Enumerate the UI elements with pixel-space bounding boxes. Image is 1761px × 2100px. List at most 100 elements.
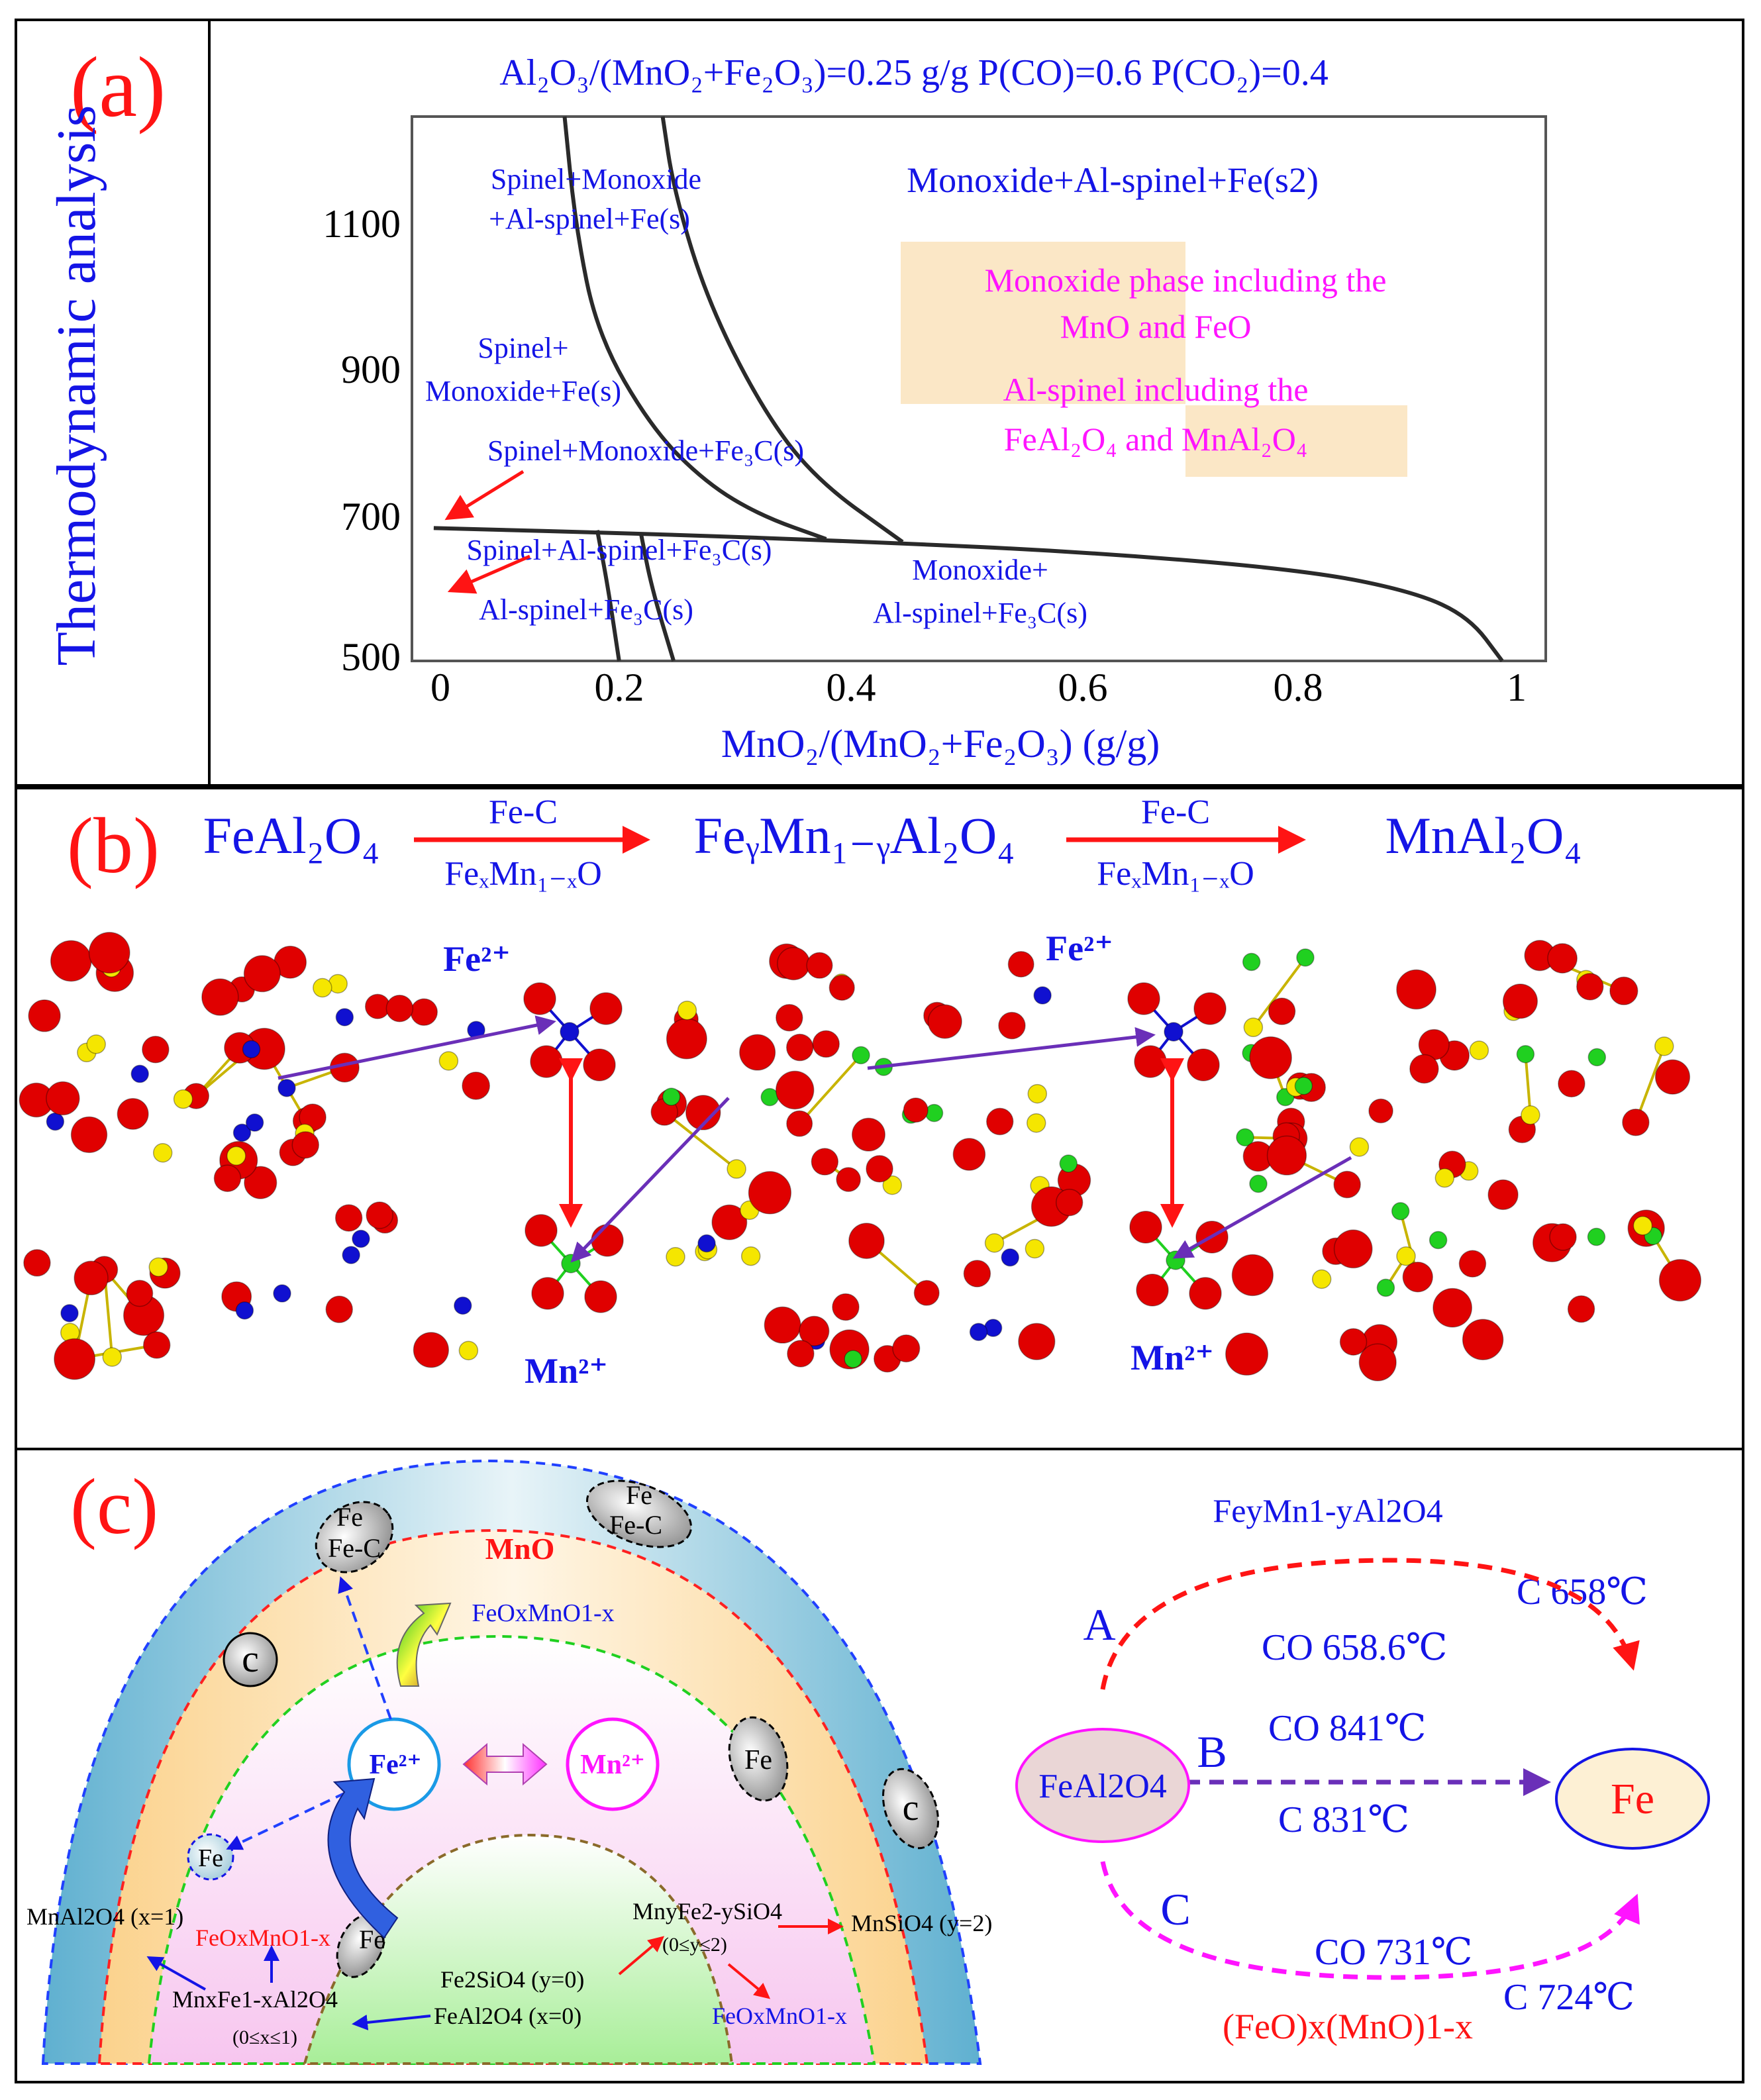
metal-atom <box>277 1079 296 1097</box>
metal-atom <box>46 1112 65 1131</box>
oxygen-atom <box>776 1004 803 1032</box>
oxygen-atom <box>462 1072 490 1100</box>
oxygen-atom <box>70 1116 108 1154</box>
note-text: Al-spinel including the <box>1003 371 1308 408</box>
species-mnal2o4: MnAl₂O₄ <box>1385 807 1582 864</box>
reduction-mechanism: Fe Fe-C Fe Fe-C c Fe c Fe Fe MnO FeOxMnO… <box>26 1459 1710 2065</box>
oxygen-atom <box>866 1155 893 1183</box>
oxygen-atom <box>325 1295 353 1323</box>
y-tick-label: 900 <box>341 348 401 391</box>
oxygen-atom <box>410 998 438 1026</box>
atom-bond <box>1634 1046 1666 1123</box>
site-metal-atom <box>1164 1022 1183 1042</box>
oxygen-atom <box>523 982 556 1015</box>
aluminum-atom <box>1311 1269 1332 1289</box>
phase-diagram: Al₂O₃/(MnO₂+Fe₂O₃)=0.25 g/g P(CO)=0.6 P(… <box>323 52 1547 766</box>
region-label: +Al-spinel+Fe(s) <box>489 203 690 235</box>
oxygen-atom <box>243 955 281 993</box>
metal-atom <box>352 1229 370 1248</box>
aluminum-atom <box>1027 1083 1048 1104</box>
metal-atom <box>342 1246 360 1264</box>
panel-a-divider <box>208 21 211 784</box>
metal-atom <box>925 1103 944 1123</box>
oxygen-atom <box>1333 1170 1361 1199</box>
oxygen-atom <box>998 1011 1026 1040</box>
oxygen-atom <box>583 1048 616 1081</box>
phase-boundary-line <box>595 530 621 662</box>
mnsio4-label: MnSiO4 (y=2) <box>851 1910 992 1936</box>
phase-boundaries <box>433 116 1504 662</box>
oxygen-atom <box>985 1107 1014 1136</box>
x-ticks: 0 0.2 0.4 0.6 0.8 1 <box>430 666 1527 709</box>
feo-mno-x-label: (FeO)x(MnO)1-x <box>1223 2007 1473 2046</box>
oxygen-atom <box>1055 1188 1083 1217</box>
note-highlight-2 <box>1185 405 1407 477</box>
x-tick-label: 0 <box>430 666 450 709</box>
aluminum-atom <box>1349 1137 1370 1157</box>
oxygen-atom <box>50 940 92 982</box>
metal-atom <box>1294 1076 1313 1095</box>
x-tick-label: 0.8 <box>1274 666 1323 709</box>
oxygen-atom <box>786 1110 813 1137</box>
ion-fe-label: Fe²⁺ <box>1046 928 1113 968</box>
oxygen-atom <box>1402 1262 1433 1293</box>
temp-co-731: CO 731℃ <box>1315 1932 1472 1973</box>
temp-c-831: C 831℃ <box>1278 1799 1409 1840</box>
carbon-label: c <box>903 1787 919 1828</box>
oxygen-atom <box>591 1224 624 1257</box>
aluminum-atom <box>1521 1105 1540 1125</box>
arrow-label-bottom: FeₓMn₁₋ₓO <box>444 855 602 893</box>
oxygen-atom <box>117 1097 149 1130</box>
oxygen-atom <box>1249 1036 1292 1079</box>
oxygen-atom <box>201 978 239 1016</box>
oxygen-atom <box>531 1277 564 1310</box>
oxygen-atom <box>832 1293 860 1321</box>
oxygen-atom <box>1187 1048 1220 1081</box>
diagram-header: Al₂O₃/(MnO₂+Fe₂O₃)=0.25 g/g P(CO)=0.6 P(… <box>499 52 1328 93</box>
region-label: Monoxide+Fe(s) <box>425 375 621 407</box>
aluminum-atom <box>1026 1113 1046 1133</box>
metal-atom <box>1376 1278 1395 1297</box>
oxygen-atom <box>666 1018 707 1060</box>
oxygen-atom <box>142 1331 171 1359</box>
oxygen-atom <box>785 1033 814 1062</box>
oxygen-atom <box>1268 997 1296 1025</box>
path-c-label: C <box>1160 1884 1190 1934</box>
aluminum-atom <box>438 1051 459 1071</box>
carbon-label: c <box>242 1637 259 1680</box>
oxygen-atom <box>764 1306 801 1344</box>
aluminum-atom <box>1243 1017 1264 1038</box>
metal-atom <box>1296 948 1315 967</box>
aluminum-atom <box>1396 1246 1416 1266</box>
mnal2o4-label: MnAl2O4 (x=1) <box>26 1903 183 1930</box>
note-text: MnO and FeO <box>1060 308 1252 345</box>
path-top-species: FeyMn1-yAl2O4 <box>1213 1492 1442 1529</box>
feal2o4-x0-label: FeAl2O4 (x=0) <box>434 2003 581 2029</box>
oxygen-atom <box>1502 983 1538 1019</box>
oxygen-atom <box>711 1204 748 1240</box>
oxygen-atom <box>1549 1223 1577 1251</box>
feal2o4-node <box>1015 1728 1190 1843</box>
oxygen-atom <box>1225 1332 1269 1376</box>
fe-node-label: Fe <box>1611 1775 1654 1823</box>
atom-bond <box>1524 1054 1532 1115</box>
oxygen-atom <box>1658 1259 1701 1302</box>
path-a-label: A <box>1083 1599 1115 1650</box>
fe-particle <box>585 1479 693 1548</box>
feal2o4-node-label: FeAl2O4 <box>1038 1768 1167 1805</box>
oxygen-atom <box>1654 1059 1691 1095</box>
fe-c-label: Fe-C <box>328 1533 381 1563</box>
region-label: Monoxide+Al-spinel+Fe(s2) <box>907 160 1319 200</box>
note-highlight-1 <box>901 242 1185 404</box>
oxygen-atom <box>748 1171 792 1215</box>
panel-a-label: (a) <box>70 40 166 135</box>
metal-atom <box>60 1304 79 1323</box>
metal-atom <box>232 1123 252 1142</box>
oxygen-atom <box>1558 1070 1585 1098</box>
x-tick-label: 0.4 <box>827 666 876 709</box>
ion-mn-label: Mn²⁺ <box>1131 1338 1214 1377</box>
exchange-double-arrow-icon <box>462 1742 548 1786</box>
aluminum-atom <box>226 1146 246 1166</box>
arrow-label-top: Fe-C <box>489 793 558 831</box>
metal-atom <box>1429 1230 1448 1250</box>
